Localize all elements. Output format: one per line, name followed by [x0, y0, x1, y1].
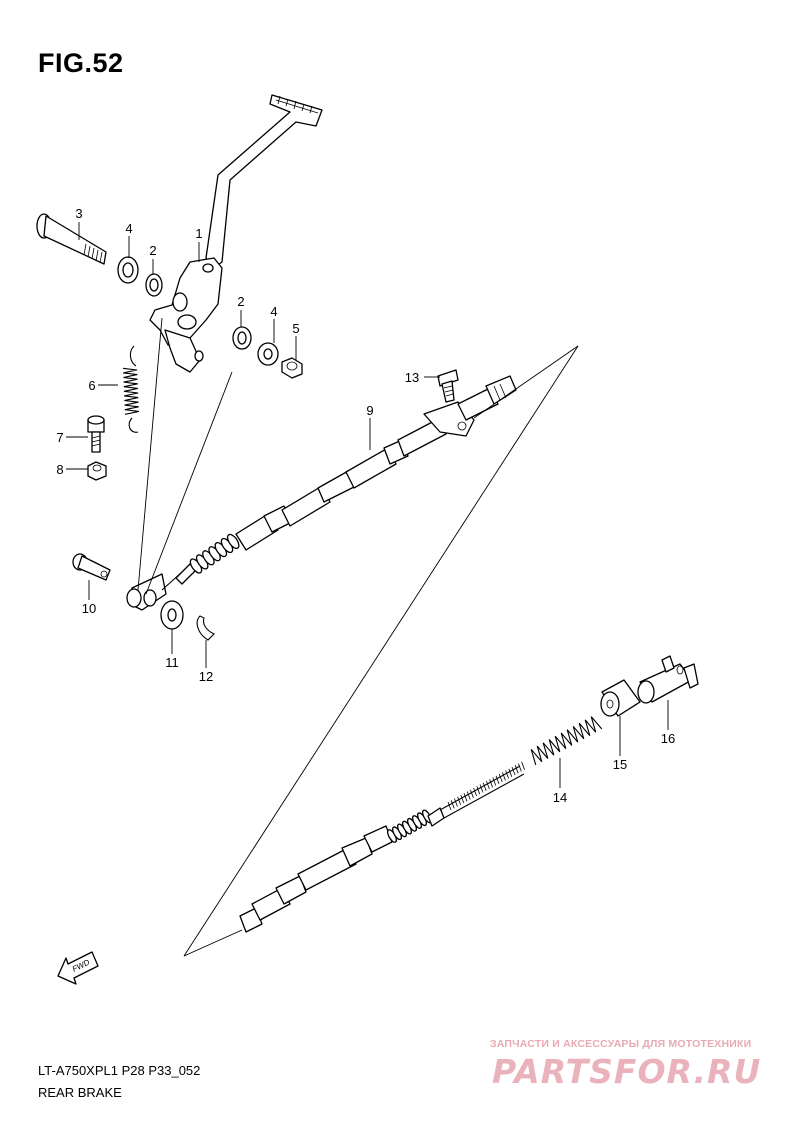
- assembly-lines: [137, 317, 579, 957]
- bolt-7: [87, 415, 105, 453]
- cotter-pin: [196, 615, 215, 641]
- fwd-arrow: FWD: [57, 951, 99, 985]
- seal-left: [145, 273, 163, 297]
- cable-clevis: [126, 573, 167, 611]
- callout-10: 10: [82, 601, 96, 616]
- callout-8: 8: [56, 462, 63, 477]
- callout-9: 9: [366, 403, 373, 418]
- brake-arm-joint: [637, 655, 699, 704]
- callout-15: 15: [613, 757, 627, 772]
- model-code: LT-A750XPL1 P28 P33_052: [38, 1063, 201, 1078]
- callout-6: 6: [88, 378, 95, 393]
- brake-cable-rear: [239, 761, 525, 933]
- seal-right: [232, 326, 252, 350]
- washer-11: [160, 600, 184, 630]
- section-name: REAR BRAKE: [38, 1085, 122, 1100]
- callout-1: 1: [195, 226, 202, 241]
- callout-4-right: 4: [270, 304, 277, 319]
- return-spring: [122, 345, 140, 433]
- callout-3: 3: [75, 206, 82, 221]
- bolt-13: [437, 369, 459, 403]
- callout-12: 12: [199, 669, 213, 684]
- clevis-pin: [72, 553, 111, 581]
- callout-13: 13: [405, 370, 419, 385]
- callout-7: 7: [56, 430, 63, 445]
- brake-pedal: [149, 94, 323, 373]
- brake-cable-front: [161, 375, 517, 591]
- nut-8: [87, 461, 107, 481]
- callout-2-left: 2: [149, 243, 156, 258]
- nut-5: [281, 357, 303, 379]
- callout-4-left: 4: [125, 221, 132, 236]
- callout-14: 14: [553, 790, 567, 805]
- callouts: 1 2 2 3 4 4 5 6 7 8 9 10 11 12 13 14 15 …: [56, 206, 675, 805]
- rear-cable-spring: [530, 716, 603, 766]
- figure-title: FIG.52: [38, 48, 124, 78]
- watermark-caption: ЗАПЧАСТИ И АКСЕССУАРЫ ДЛЯ МОТОТЕХНИКИ: [490, 1038, 752, 1050]
- cable-boot-rib: [226, 533, 240, 549]
- callout-5: 5: [292, 321, 299, 336]
- adjuster-nut: [600, 679, 641, 717]
- bushing-left: [117, 256, 139, 284]
- callout-2-right: 2: [237, 294, 244, 309]
- watermark-logo: PARTSFOR.RU: [492, 1052, 762, 1091]
- pivot-bolt: [36, 213, 107, 265]
- leader-lines: [66, 222, 669, 788]
- callout-11: 11: [165, 655, 179, 670]
- bushing-right: [257, 342, 279, 366]
- callout-16: 16: [661, 731, 675, 746]
